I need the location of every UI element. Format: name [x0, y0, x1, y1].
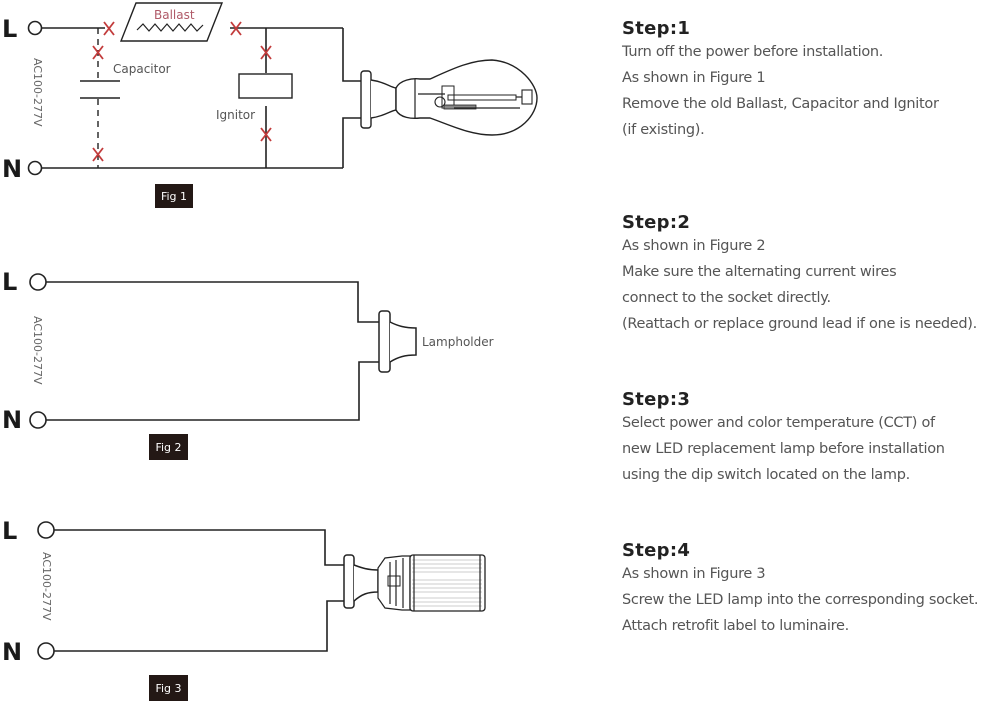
voltage-label: AC100-277V — [40, 552, 53, 621]
ballast: Ballast — [119, 2, 224, 42]
line-terminal-label: L — [2, 268, 17, 296]
neutral-wire — [46, 361, 379, 421]
step-line: As shown in Figure 3 — [622, 566, 766, 582]
hid-lamp-icon — [360, 59, 538, 136]
neutral-terminal-label: N — [2, 638, 22, 666]
line-terminal-label: L — [2, 15, 17, 43]
voltage-label: AC100-277V — [31, 58, 44, 127]
figure-2: L N AC100-277V Lampholder Fig 2 — [2, 268, 494, 460]
removal-marks — [92, 21, 272, 162]
ignitor-label: Ignitor — [216, 108, 255, 122]
neutral-wire — [54, 600, 344, 652]
wiring-diagrams: L N AC100-277V Ballast Capacitor — [2, 2, 538, 701]
neutral-terminal — [37, 642, 55, 660]
ballast-label: Ballast — [154, 8, 195, 22]
step-4: Step:4 As shown in Figure 3 Screw the LE… — [622, 540, 979, 639]
step-line: connect to the socket directly. — [622, 290, 831, 306]
lampholder-label: Lampholder — [422, 335, 494, 349]
figure-3: L N AC100-277V — [2, 517, 486, 701]
lampholder-icon — [378, 310, 417, 373]
x-mark-icon — [103, 21, 115, 36]
fig-1-caption-bg — [155, 184, 193, 208]
x-mark-icon — [260, 127, 272, 142]
step-line: Remove the old Ballast, Capacitor and Ig… — [622, 96, 939, 112]
line-terminal-label: L — [2, 517, 17, 545]
neutral-terminal — [29, 411, 47, 429]
step-title: Step:3 — [622, 389, 691, 410]
step-line: As shown in Figure 2 — [622, 238, 766, 254]
led-lamp-icon — [343, 554, 486, 612]
step-title: Step:4 — [622, 540, 691, 561]
x-mark-icon — [92, 45, 104, 60]
step-line: Attach retrofit label to luminaire. — [622, 618, 849, 634]
neutral-wire-to-lamp — [342, 117, 362, 168]
line-wire — [54, 529, 344, 566]
line-terminal — [27, 20, 43, 36]
step-line: Select power and color temperature (CCT)… — [622, 415, 935, 431]
step-line: Screw the LED lamp into the correspondin… — [622, 592, 979, 608]
step-line: (Reattach or replace ground lead if one … — [622, 316, 977, 332]
step-title: Step:2 — [622, 212, 691, 233]
voltage-label: AC100-277V — [31, 316, 44, 385]
line-wire-to-lamp — [342, 28, 362, 82]
step-2: Step:2 As shown in Figure 2 Make sure th… — [622, 212, 977, 337]
fig-2-caption-bg — [149, 434, 188, 460]
neutral-terminal-label: N — [2, 155, 22, 183]
capacitor: Capacitor — [80, 28, 171, 168]
step-title: Step:1 — [622, 18, 691, 39]
capacitor-label: Capacitor — [113, 62, 171, 76]
line-wire — [46, 281, 379, 323]
step-line: As shown in Figure 1 — [622, 70, 766, 86]
x-mark-icon — [260, 45, 272, 60]
x-mark-icon — [92, 147, 104, 162]
fig-2-caption: Fig 2 — [155, 441, 181, 454]
fig-1-caption: Fig 1 — [161, 190, 187, 203]
step-1: Step:1 Turn off the power before install… — [622, 18, 939, 143]
line-terminal — [29, 273, 47, 291]
fig-3-caption-bg — [149, 675, 188, 701]
fig-3-caption: Fig 3 — [155, 682, 181, 695]
neutral-terminal — [27, 160, 43, 176]
x-mark-icon — [230, 21, 242, 36]
step-line: Turn off the power before installation. — [622, 44, 884, 60]
neutral-terminal-label: N — [2, 406, 22, 434]
step-3: Step:3 Select power and color temperatur… — [622, 389, 945, 488]
line-terminal — [37, 521, 55, 539]
step-line: (if existing). — [622, 122, 705, 138]
step-line: using the dip switch located on the lamp… — [622, 467, 910, 483]
step-line: new LED replacement lamp before installa… — [622, 441, 945, 457]
ignitor: Ignitor — [216, 28, 293, 168]
step-line: Make sure the alternating current wires — [622, 264, 897, 280]
figure-1: L N AC100-277V Ballast Capacitor — [2, 2, 538, 208]
